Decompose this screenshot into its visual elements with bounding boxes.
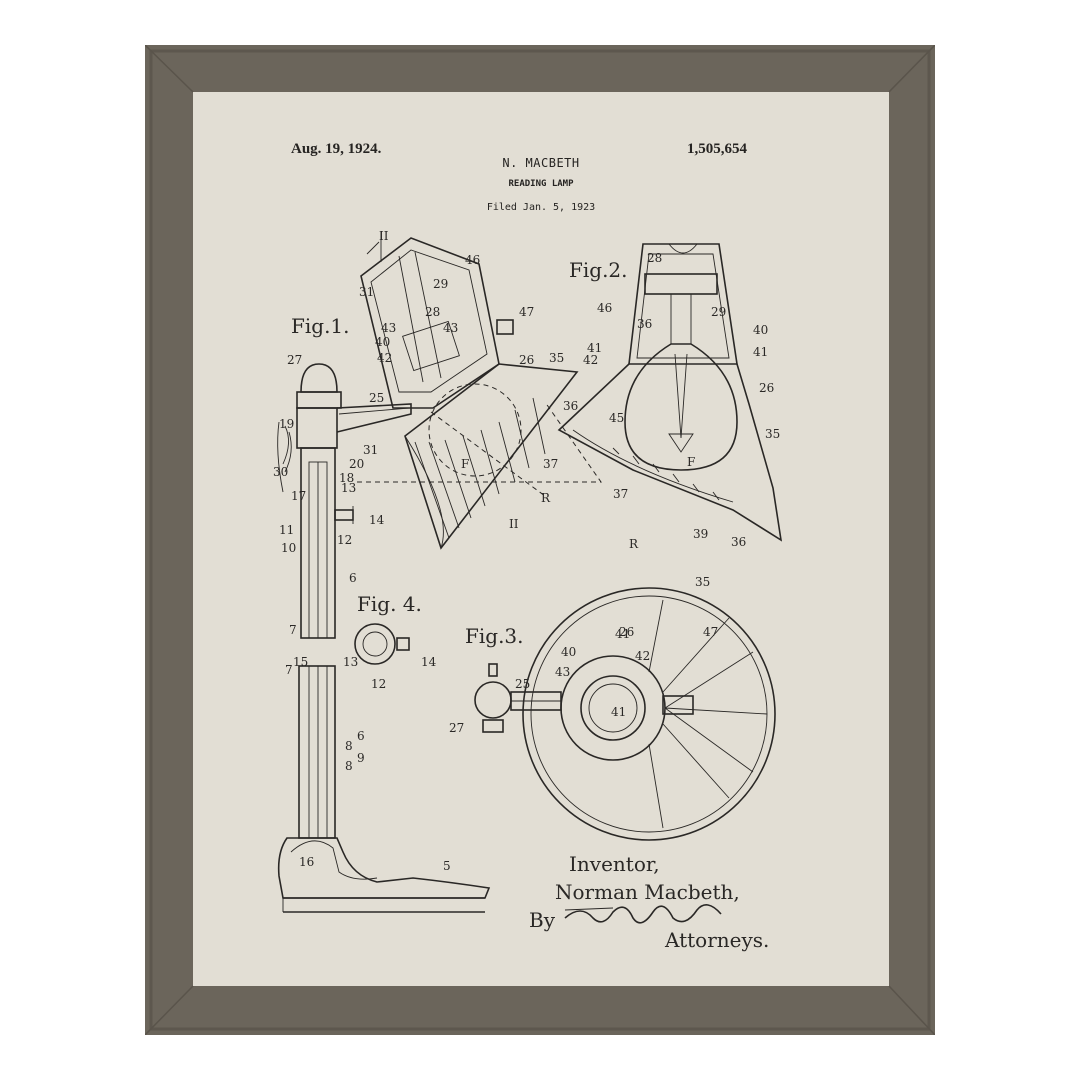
reference-numeral: 30 — [273, 465, 288, 479]
inventor-label: Inventor, — [569, 852, 660, 876]
reference-numeral: 5 — [443, 859, 451, 873]
reference-numeral: 35 — [765, 427, 780, 441]
reference-numeral: II — [379, 229, 389, 243]
reference-numeral: 42 — [635, 649, 650, 663]
reference-numeral: 29 — [711, 305, 726, 319]
reference-numeral: 12 — [337, 533, 352, 547]
reference-numeral: 47 — [703, 625, 718, 639]
reference-numeral: 45 — [609, 411, 624, 425]
reference-numeral: 41 — [753, 345, 768, 359]
fig2-label: Fig.2. — [569, 258, 628, 282]
reference-numeral: 40 — [375, 335, 390, 349]
reference-numeral: 17 — [291, 489, 306, 503]
reference-numeral: 39 — [693, 527, 708, 541]
reference-numeral: 37 — [613, 487, 628, 501]
reference-numeral: 8 — [345, 759, 353, 773]
reference-numeral: 6 — [349, 571, 357, 585]
reference-numeral: 27 — [287, 353, 302, 367]
fig4-ring-drawing — [355, 624, 409, 664]
reference-numeral: 46 — [597, 301, 612, 315]
attorneys-label: Attorneys. — [665, 928, 769, 952]
reference-numeral: 35 — [549, 351, 564, 365]
reference-numeral: 15 — [293, 655, 308, 669]
reference-numeral: 16 — [299, 855, 314, 869]
attorney-signature — [565, 905, 721, 923]
reference-numeral: 14 — [421, 655, 437, 669]
reference-numeral: 35 — [695, 575, 710, 589]
fig3-label: Fig.3. — [465, 624, 524, 648]
reference-numeral: 43 — [381, 321, 396, 335]
reference-numeral: 47 — [519, 305, 534, 319]
reference-numeral: 43 — [443, 321, 458, 335]
reference-numeral: F — [687, 455, 695, 469]
reference-numeral: 28 — [425, 305, 440, 319]
patent-title: READING LAMP — [193, 179, 889, 189]
reference-numeral: 7 — [289, 623, 297, 637]
reference-numeral: 31 — [359, 285, 374, 299]
reference-numeral: 36 — [637, 317, 652, 331]
reference-numeral: 25 — [369, 391, 384, 405]
reference-numeral: 28 — [647, 251, 662, 265]
reference-numeral: 10 — [281, 541, 296, 555]
reference-numeral: 12 — [371, 677, 386, 691]
reference-numeral: 20 — [349, 457, 364, 471]
reference-numeral: 41 — [611, 705, 626, 719]
reference-numeral: 43 — [555, 665, 570, 679]
reference-numeral: 40 — [753, 323, 768, 337]
reference-numeral: 46 — [465, 253, 480, 267]
reference-numeral: 37 — [543, 457, 558, 471]
reference-numeral: 31 — [363, 443, 378, 457]
filed-date: Filed Jan. 5, 1923 — [193, 202, 889, 213]
reference-numeral: 40 — [561, 645, 576, 659]
reference-numeral: 6 — [357, 729, 365, 743]
fig4-label: Fig. 4. — [357, 592, 422, 616]
inventor-header: N. MACBETH — [193, 156, 889, 170]
reference-numeral: R — [541, 491, 551, 505]
reference-numeral: 11 — [279, 523, 294, 537]
by-label: By — [529, 908, 555, 932]
reference-numeral: 29 — [433, 277, 448, 291]
reference-numeral: 7 — [285, 663, 293, 677]
reference-numeral: 19 — [279, 417, 294, 431]
reference-numeral: 42 — [377, 351, 392, 365]
reference-numeral: 26 — [619, 625, 634, 639]
patent-drawing: II4631292847434340422635272536193120F373… — [193, 92, 889, 986]
reference-numeral: 25 — [515, 677, 530, 691]
reference-numeral: F — [461, 457, 469, 471]
reference-numeral: 26 — [519, 353, 534, 367]
patent-print: II4631292847434340422635272536193120F373… — [193, 92, 889, 986]
reference-numeral: II — [509, 517, 519, 531]
reference-numeral: 8 — [345, 739, 353, 753]
inventor-name: Norman Macbeth, — [555, 880, 740, 904]
reference-numeral: 14 — [369, 513, 385, 527]
fig1-label: Fig.1. — [291, 314, 350, 338]
fig2-section-drawing — [559, 244, 781, 540]
reference-numeral: 9 — [357, 751, 365, 765]
reference-numeral: 26 — [759, 381, 774, 395]
reference-numeral: 27 — [449, 721, 464, 735]
reference-numeral: 36 — [563, 399, 578, 413]
reference-numeral: 13 — [341, 481, 356, 495]
reference-numeral: 13 — [343, 655, 358, 669]
reference-numeral: 36 — [731, 535, 746, 549]
reference-numeral: 42 — [583, 353, 598, 367]
reference-numeral: R — [629, 537, 639, 551]
